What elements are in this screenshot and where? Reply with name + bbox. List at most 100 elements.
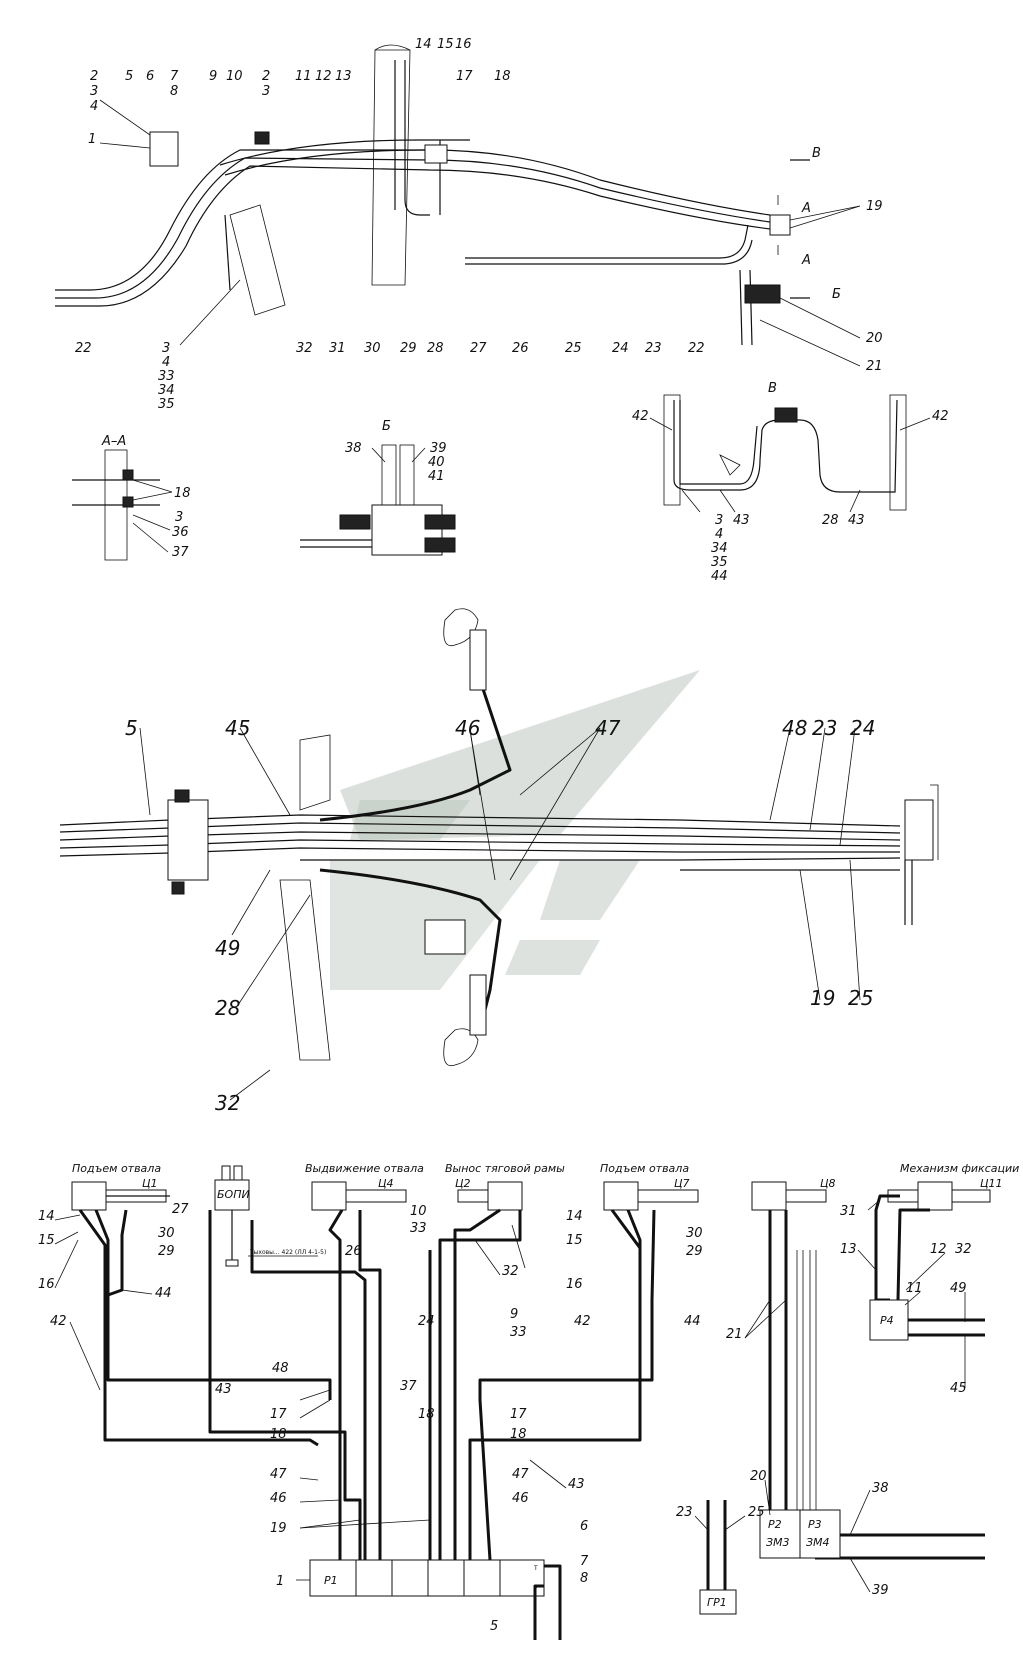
distributor-r1: Р1 Т Р	[309, 1559, 562, 1640]
caption-blade-lift-left: Подъем отвала	[72, 1162, 161, 1175]
callout: 14	[415, 37, 432, 52]
callout: 18	[174, 486, 191, 501]
callout: 43	[848, 513, 865, 528]
svg-text:18: 18	[418, 1407, 435, 1422]
svg-text:48: 48	[272, 1361, 289, 1376]
svg-text:Тыховы... 422 (ЛЛ 4-1-5): Тыховы... 422 (ЛЛ 4-1-5)	[249, 1249, 326, 1256]
svg-text:43: 43	[215, 1382, 232, 1397]
callout: 23	[812, 716, 837, 740]
callout: 29	[400, 341, 417, 356]
view-mark-b: Б	[832, 287, 841, 302]
callout: 30	[364, 341, 381, 356]
svg-text:44: 44	[684, 1314, 701, 1329]
svg-text:46: 46	[512, 1491, 529, 1506]
callout: 19	[810, 986, 835, 1010]
callout: 48	[782, 716, 807, 740]
section-aa-title: А–А	[101, 434, 126, 449]
svg-text:ЗМ3: ЗМ3	[766, 1536, 790, 1549]
callout: 2	[262, 69, 270, 84]
svg-text:5: 5	[490, 1619, 498, 1634]
callout: 3	[715, 513, 723, 528]
caption-drawbar-shift: Вынос тяговой рамы	[445, 1162, 565, 1175]
svg-text:45: 45	[950, 1381, 967, 1396]
callout: 47	[595, 716, 621, 740]
svg-text:23: 23	[676, 1505, 693, 1520]
callout: 15	[437, 37, 454, 52]
callout: 31	[329, 341, 346, 356]
svg-text:Р2: Р2	[768, 1518, 782, 1531]
cylinder-c11: Ц11	[887, 1177, 1003, 1211]
callout: 41	[428, 469, 445, 484]
callout: 28	[215, 996, 240, 1020]
callout: 23	[645, 341, 662, 356]
plan-valve-block	[167, 799, 209, 881]
callout: 40	[428, 455, 445, 470]
svg-text:8: 8	[580, 1571, 588, 1586]
callout: 28	[427, 341, 444, 356]
svg-text:Р4: Р4	[880, 1314, 894, 1327]
svg-text:17: 17	[270, 1407, 287, 1422]
top-view-callouts: 2 3 4 1 5 6 7 8 9 10 2 3 11 12 13 14 15 …	[75, 37, 883, 412]
svg-text:12: 12	[930, 1242, 947, 1257]
callout: 34	[711, 541, 728, 556]
callout: 21	[866, 359, 883, 374]
svg-text:49: 49	[950, 1281, 967, 1296]
svg-text:Р3: Р3	[808, 1518, 822, 1531]
svg-text:13: 13	[840, 1242, 857, 1257]
callout: 5	[125, 716, 138, 740]
svg-text:15: 15	[566, 1233, 583, 1248]
cylinder-c1: Ц1	[71, 1177, 170, 1211]
callout: 3	[175, 510, 183, 525]
svg-text:9: 9	[510, 1307, 518, 1322]
svg-text:46: 46	[270, 1491, 287, 1506]
schematic-callouts-right: 14 15 16 30 29 42 44 17 18 47 46 43 31 1…	[510, 1204, 972, 1598]
callout: 46	[455, 716, 480, 740]
svg-text:42: 42	[574, 1314, 591, 1329]
view-mark-v: В	[812, 146, 821, 161]
svg-text:38: 38	[872, 1481, 889, 1496]
callout: 3	[262, 84, 270, 99]
callout: 37	[172, 545, 189, 560]
svg-text:31: 31	[840, 1204, 857, 1219]
svg-text:11: 11	[906, 1281, 923, 1296]
top-assembly-view: 2 3 4 1 5 6 7 8 9 10 2 3 11 12 13 14 15 …	[55, 37, 883, 412]
svg-text:Р1: Р1	[324, 1574, 338, 1587]
callout: 24	[612, 341, 629, 356]
callout: 3	[162, 341, 170, 356]
section-aa-view: А–А 18 3 36 37	[72, 434, 191, 561]
callout: 43	[733, 513, 750, 528]
callout: 39	[430, 441, 447, 456]
svg-text:Ц1: Ц1	[142, 1177, 158, 1190]
fitting-top	[254, 131, 270, 145]
svg-text:42: 42	[50, 1314, 67, 1329]
svg-text:47: 47	[270, 1467, 287, 1482]
svg-text:10: 10	[410, 1204, 427, 1219]
cylinder-c4: Ц4	[311, 1177, 407, 1211]
callout: 36	[172, 525, 189, 540]
svg-text:33: 33	[510, 1325, 527, 1340]
svg-text:19: 19	[270, 1521, 287, 1536]
callout: 49	[215, 936, 240, 960]
callout: 44	[711, 569, 728, 584]
svg-text:27: 27	[172, 1202, 189, 1217]
callout: 32	[296, 341, 313, 356]
svg-text:25: 25	[748, 1505, 765, 1520]
svg-text:7: 7	[580, 1554, 589, 1569]
callout: 38	[345, 441, 362, 456]
callout: 9	[209, 69, 217, 84]
view-v-title: В	[768, 381, 777, 396]
callout: 42	[932, 409, 949, 424]
callout: 16	[455, 37, 472, 52]
callout: 35	[158, 397, 175, 412]
cylinder-c8: Ц8	[751, 1177, 836, 1211]
svg-text:21: 21	[726, 1327, 743, 1342]
units-r2-r3: Р2 ЗМ3 Р3 ЗМ4	[759, 1509, 841, 1559]
svg-text:29: 29	[158, 1244, 175, 1259]
svg-text:ЗМ4: ЗМ4	[806, 1536, 830, 1549]
svg-text:Ц11: Ц11	[980, 1177, 1003, 1190]
svg-text:Т: Т	[533, 1565, 538, 1572]
callout: 4	[715, 527, 723, 542]
svg-text:Ц4: Ц4	[378, 1177, 394, 1190]
